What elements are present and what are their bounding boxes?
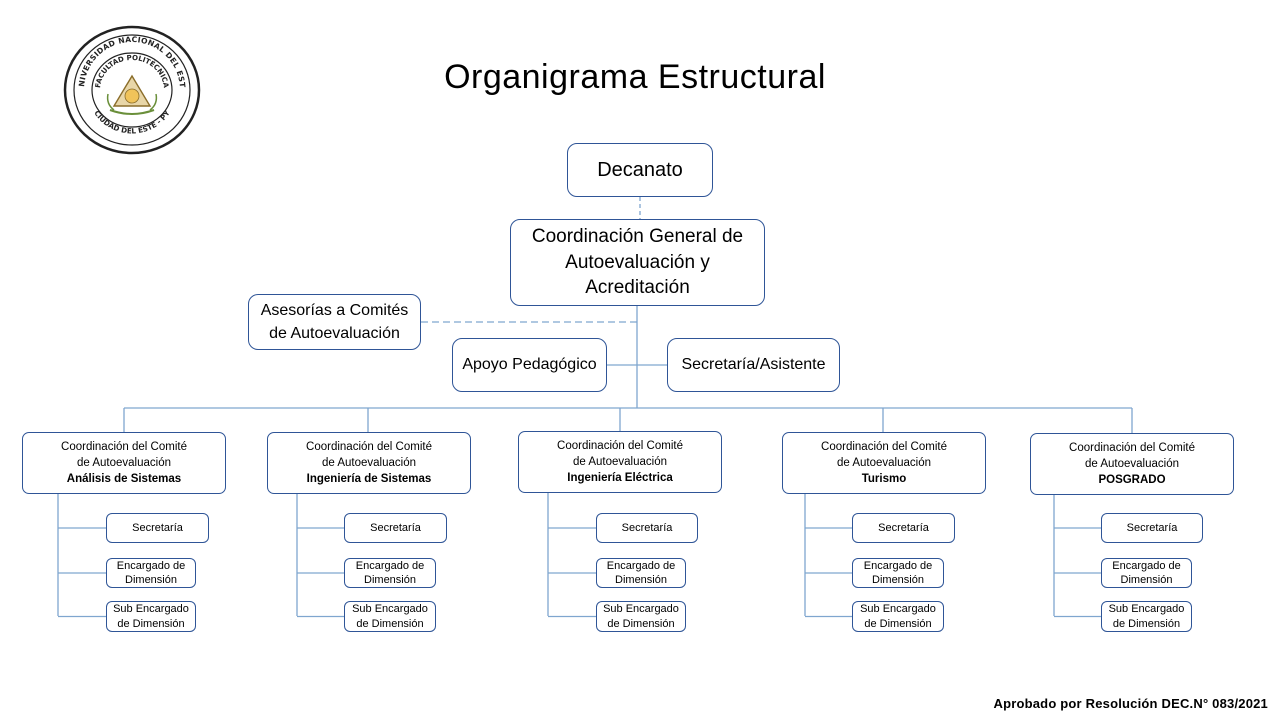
- committee-line1: Coordinación del Comité: [306, 440, 432, 453]
- secretaria-label: Secretaría: [370, 521, 421, 534]
- committee-line2: de Autoevaluación: [322, 456, 416, 469]
- committee-5-sub-encargado-dimension: Sub Encargado de Dimensión: [1101, 601, 1192, 632]
- encargado-dimension-label: Encargado de Dimensión: [355, 559, 425, 586]
- committee-name: Ingeniería de Sistemas: [306, 473, 432, 486]
- node-decanato: Decanato: [567, 143, 713, 197]
- committee-line1: Coordinación del Comité: [821, 440, 947, 453]
- committee-3-secretaria: Secretaría: [596, 513, 698, 543]
- secretaria-label: Secretaría: [878, 521, 929, 534]
- committee-line2: de Autoevaluación: [77, 456, 171, 469]
- committee-head-4: Coordinación del Comité de Autoevaluación…: [782, 432, 986, 494]
- committee-line2: de Autoevaluación: [837, 456, 931, 469]
- node-asesorias: Asesorías a Comités de Autoevaluación: [248, 294, 421, 350]
- committee-name: Turismo: [861, 473, 907, 486]
- committee-4-secretaria: Secretaría: [852, 513, 955, 543]
- committee-line1: Coordinación del Comité: [61, 440, 187, 453]
- committee-5-encargado-dimension: Encargado de Dimensión: [1101, 558, 1192, 588]
- committee-head-1: Coordinación del Comité de Autoevaluación…: [22, 432, 226, 494]
- committee-4-encargado-dimension: Encargado de Dimensión: [852, 558, 944, 588]
- committee-name: POSGRADO: [1098, 474, 1166, 487]
- node-asesorias-label: Asesorías a Comités de Autoevaluación: [260, 301, 409, 342]
- committee-4-sub-encargado-dimension: Sub Encargado de Dimensión: [852, 601, 944, 632]
- node-apoyo-pedagogico: Apoyo Pedagógico: [452, 338, 607, 392]
- committee-name: Análisis de Sistemas: [66, 473, 182, 486]
- committee-2-encargado-dimension: Encargado de Dimensión: [344, 558, 436, 588]
- secretaria-label: Secretaría: [1126, 521, 1178, 534]
- sub-encargado-dimension-label: Sub Encargado de Dimensión: [113, 603, 189, 630]
- committee-line2: de Autoevaluación: [573, 455, 667, 468]
- node-decanato-label: Decanato: [597, 158, 683, 181]
- approval-footer: Aprobado por Resolución DEC.N° 083/2021: [993, 696, 1268, 711]
- committee-line1: Coordinación del Comité: [557, 439, 683, 452]
- encargado-dimension-label: Encargado de Dimensión: [606, 559, 676, 586]
- sub-encargado-dimension-label: Sub Encargado de Dimensión: [1108, 603, 1185, 630]
- node-secretaria-asistente: Secretaría/Asistente: [667, 338, 840, 392]
- committee-5-secretaria: Secretaría: [1101, 513, 1203, 543]
- committee-2-sub-encargado-dimension: Sub Encargado de Dimensión: [344, 601, 436, 632]
- committee-line2: de Autoevaluación: [1085, 457, 1179, 470]
- node-coordinacion-general: Coordinación General de Autoevaluación y…: [510, 219, 765, 306]
- secretaria-label: Secretaría: [621, 521, 673, 534]
- committee-name: Ingeniería Eléctrica: [567, 472, 673, 485]
- committee-3-encargado-dimension: Encargado de Dimensión: [596, 558, 686, 588]
- committee-head-2: Coordinación del Comité de Autoevaluación…: [267, 432, 471, 494]
- committee-2-secretaria: Secretaría: [344, 513, 447, 543]
- node-apoyo-pedagogico-label: Apoyo Pedagógico: [462, 356, 597, 374]
- committee-1-sub-encargado-dimension: Sub Encargado de Dimensión: [106, 601, 196, 632]
- page-title: Organigrama Estructural: [444, 58, 826, 96]
- committee-head-5: Coordinación del Comité de Autoevaluación…: [1030, 433, 1234, 495]
- sub-encargado-dimension-label: Sub Encargado de Dimensión: [352, 603, 428, 630]
- faculty-seal-logo: UNIVERSIDAD NACIONAL DEL ESTE FACULTAD P…: [62, 24, 201, 155]
- node-coordinacion-general-label: Coordinación General de Autoevaluación y…: [531, 226, 744, 299]
- encargado-dimension-label: Encargado de Dimensión: [116, 559, 186, 586]
- encargado-dimension-label: Encargado de Dimensión: [1112, 559, 1181, 586]
- secretaria-label: Secretaría: [132, 521, 183, 534]
- sub-encargado-dimension-label: Sub Encargado de Dimensión: [603, 603, 679, 630]
- committee-head-3: Coordinación del Comité de Autoevaluación…: [518, 431, 722, 493]
- committee-1-secretaria: Secretaría: [106, 513, 209, 543]
- sub-encargado-dimension-label: Sub Encargado de Dimensión: [860, 603, 936, 630]
- node-secretaria-asistente-label: Secretaría/Asistente: [681, 356, 826, 374]
- committee-line1: Coordinación del Comité: [1069, 441, 1195, 454]
- committee-1-encargado-dimension: Encargado de Dimensión: [106, 558, 196, 588]
- committee-3-sub-encargado-dimension: Sub Encargado de Dimensión: [596, 601, 686, 632]
- encargado-dimension-label: Encargado de Dimensión: [863, 559, 933, 586]
